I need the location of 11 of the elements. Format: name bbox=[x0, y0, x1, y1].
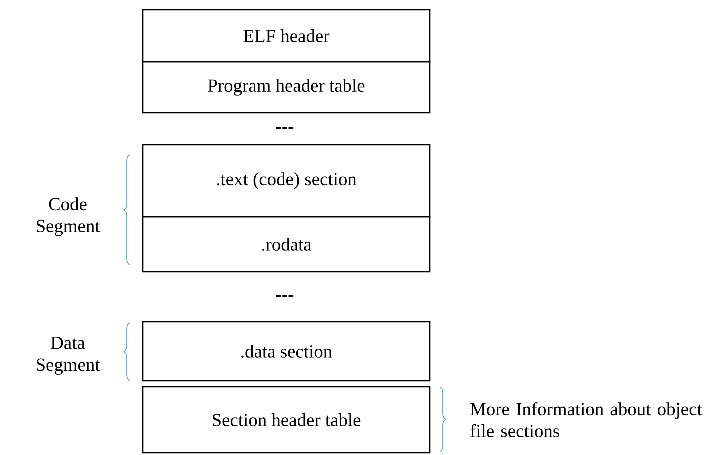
brace-label: Data Segment bbox=[37, 337, 100, 375]
section-box: ELF header bbox=[142, 9, 431, 63]
section-box: .text (code) section bbox=[142, 144, 431, 218]
brace-label: Code Segment bbox=[37, 198, 100, 236]
section-box: .rodata bbox=[142, 216, 431, 273]
brace-label: More Information about object file sections bbox=[470, 402, 702, 438]
ellipsis: --- bbox=[276, 127, 294, 129]
section-box: .data section bbox=[142, 321, 431, 382]
ellipsis: --- bbox=[276, 295, 294, 297]
section-box: Program header table bbox=[142, 61, 431, 114]
section-box: Section header table bbox=[142, 386, 431, 454]
